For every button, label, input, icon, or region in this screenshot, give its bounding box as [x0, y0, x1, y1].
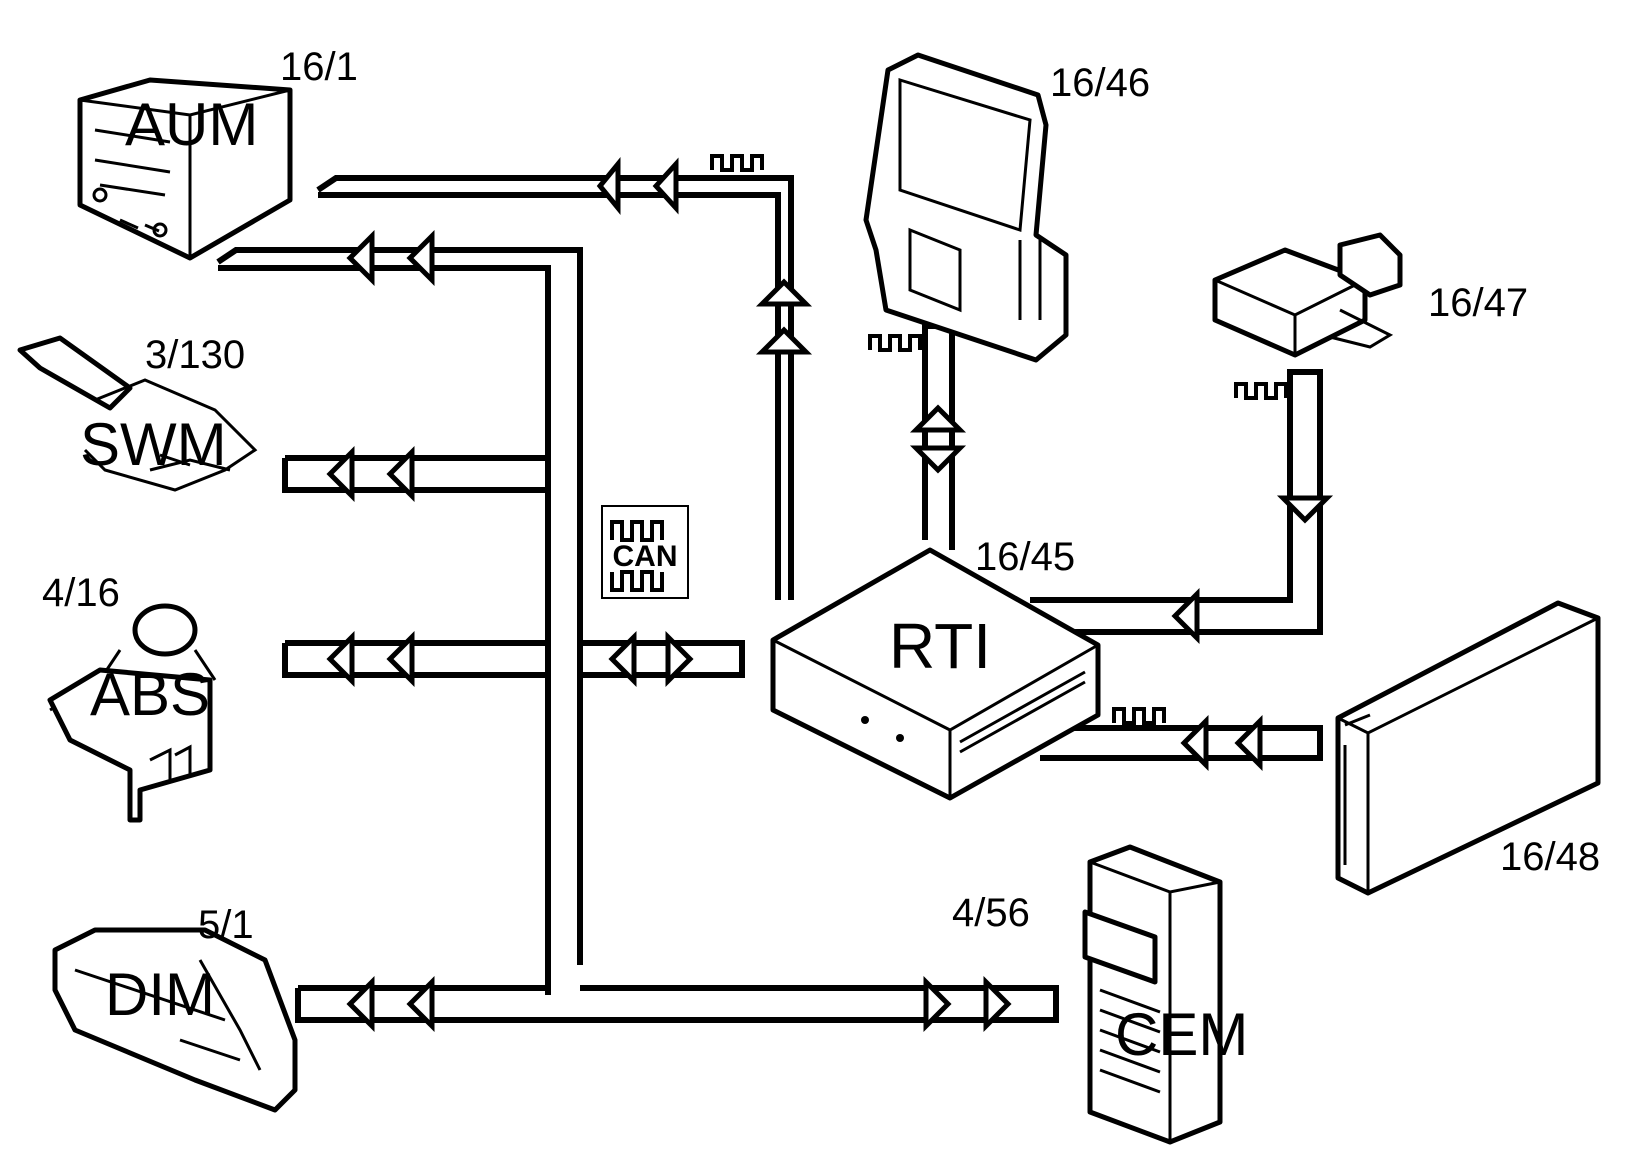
abs-name: ABS	[90, 661, 210, 728]
square-wave-signal-icon	[1112, 707, 1166, 725]
abs-code: 4/16	[42, 571, 120, 615]
bidirectional-arrow-icon	[755, 278, 813, 355]
swm-module: SWM	[17, 335, 258, 492]
bidirectional-arrow-icon	[326, 630, 415, 688]
bidirectional-arrow-icon	[608, 630, 694, 688]
can-bus-icon: CAN	[601, 505, 689, 599]
cem-module: CEM	[1082, 844, 1248, 1145]
aum-module: AUM	[77, 77, 293, 261]
dim-code: 5/1	[198, 903, 254, 947]
bidirectional-arrow-icon	[1276, 495, 1334, 524]
gyro-module	[1212, 232, 1403, 358]
square-wave-signal-icon	[710, 154, 764, 172]
bidirectional-arrow-icon	[923, 975, 1012, 1033]
bidirectional-arrow-icon	[326, 445, 415, 503]
swm-code: 3/130	[145, 333, 245, 377]
dim-name: DIM	[105, 961, 215, 1028]
cdrom-code: 16/48	[1500, 835, 1600, 879]
can-badge-label: CAN	[613, 540, 678, 573]
swm-name: SWM	[80, 411, 227, 478]
display-module	[863, 52, 1069, 363]
dim-module: DIM	[52, 927, 298, 1113]
gyro-code: 16/47	[1428, 281, 1528, 325]
bidirectional-arrow-icon	[346, 229, 435, 287]
bidirectional-arrow-icon	[1180, 714, 1263, 772]
square-wave-signals	[710, 154, 1288, 725]
cem-code: 4/56	[952, 891, 1030, 935]
square-wave-signal-icon	[1234, 382, 1288, 400]
aum-code: 16/1	[280, 45, 358, 89]
square-wave-signal-icon	[868, 334, 922, 352]
abs-module: ABS	[47, 603, 217, 823]
bidirectional-arrow-icon	[909, 404, 967, 474]
bidirectional-arrow-icon	[1171, 587, 1200, 645]
rti-code: 16/45	[975, 535, 1075, 579]
cdrom-module	[1335, 600, 1601, 896]
display-code: 16/46	[1050, 61, 1150, 105]
bidirectional-arrow-icon	[346, 975, 435, 1033]
cem-name: CEM	[1115, 1001, 1248, 1068]
aum-name: AUM	[125, 91, 258, 158]
bidirectional-arrow-icon	[596, 156, 679, 216]
bus-arrows	[326, 156, 1334, 1033]
rti-module: RTI	[770, 547, 1101, 801]
rti-name: RTI	[889, 610, 991, 682]
